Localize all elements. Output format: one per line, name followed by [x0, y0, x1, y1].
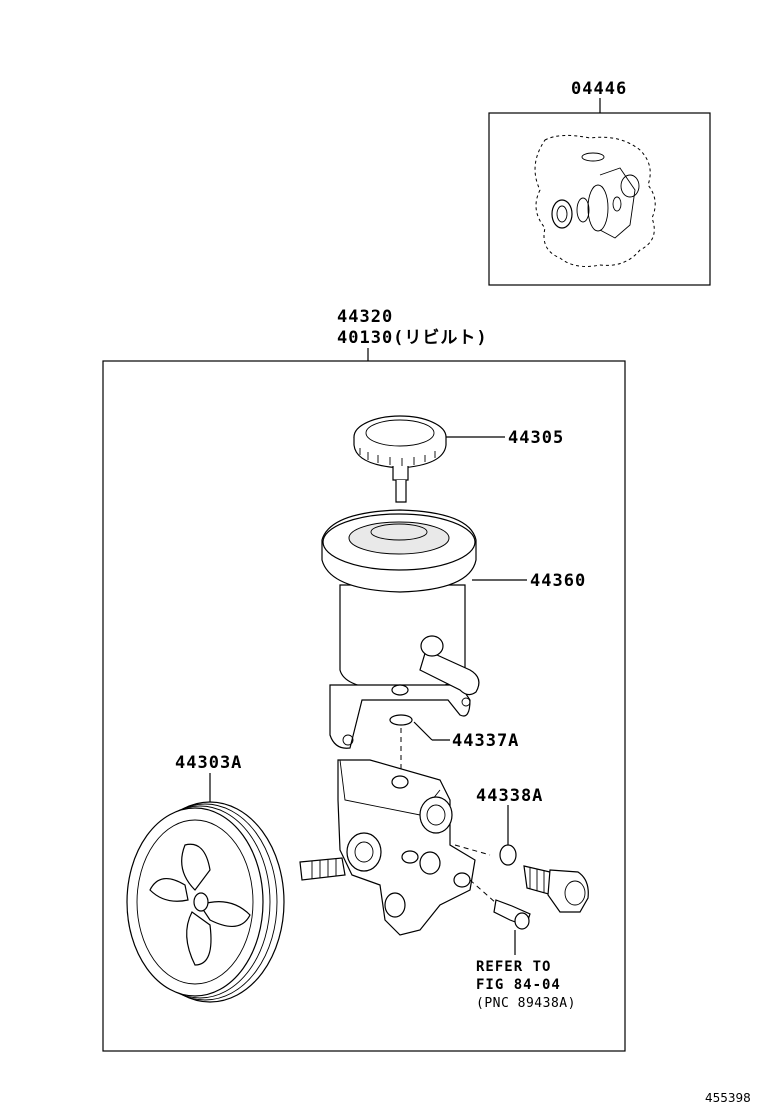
pulley[interactable]: 44303A [126, 753, 285, 1003]
switch-guide [469, 879, 497, 904]
label-assy-2[interactable]: 40130(リビルト) [337, 328, 488, 348]
label-assy-1[interactable]: 44320 [337, 307, 393, 327]
reservoir-outlet [419, 649, 480, 696]
kit-seal [551, 199, 573, 229]
pump-body [299, 759, 491, 936]
kit-ring-4 [620, 174, 640, 198]
reservoir-oring[interactable]: 44337A [389, 714, 519, 790]
label-oring[interactable]: 44337A [452, 731, 519, 751]
label-kit[interactable]: 04446 [571, 79, 627, 99]
kit-oring-small [581, 152, 605, 162]
union-fitting [523, 865, 589, 913]
leader-oring-1 [413, 721, 433, 741]
gasket-kit-illustration [534, 134, 656, 267]
gasket-kit-group: 04446 [488, 79, 711, 286]
reference-line-2[interactable]: FIG 84-04 [476, 977, 561, 993]
reservoir-bracket [329, 684, 471, 749]
reference-note: REFER TO FIG 84-04 (PNC 89438A) [476, 959, 576, 1011]
reference-line-1[interactable]: REFER TO [476, 959, 551, 975]
kit-gasket [599, 167, 636, 239]
label-union-oring[interactable]: 44338A [476, 786, 543, 806]
label-pulley[interactable]: 44303A [175, 753, 242, 773]
kit-frame [488, 112, 711, 286]
pressure-switch [469, 879, 531, 955]
kit-ring-1 [576, 197, 590, 223]
reservoir-cap[interactable]: 44305 [353, 415, 564, 503]
label-cap[interactable]: 44305 [508, 428, 564, 448]
kit-ring-2 [587, 184, 609, 232]
kit-ring-3 [612, 196, 622, 212]
union-oring[interactable]: 44338A [476, 786, 543, 866]
reservoir[interactable]: 44360 [321, 509, 586, 749]
illustration-id: 455398 [705, 1091, 751, 1105]
label-reservoir[interactable]: 44360 [530, 571, 586, 591]
assembly-header: 44320 40130(リビルト) [337, 307, 488, 361]
reference-line-3[interactable]: (PNC 89438A) [476, 996, 576, 1011]
union-guide [454, 844, 491, 856]
pump-shaft [299, 857, 346, 881]
assembly-frame [102, 360, 626, 1052]
